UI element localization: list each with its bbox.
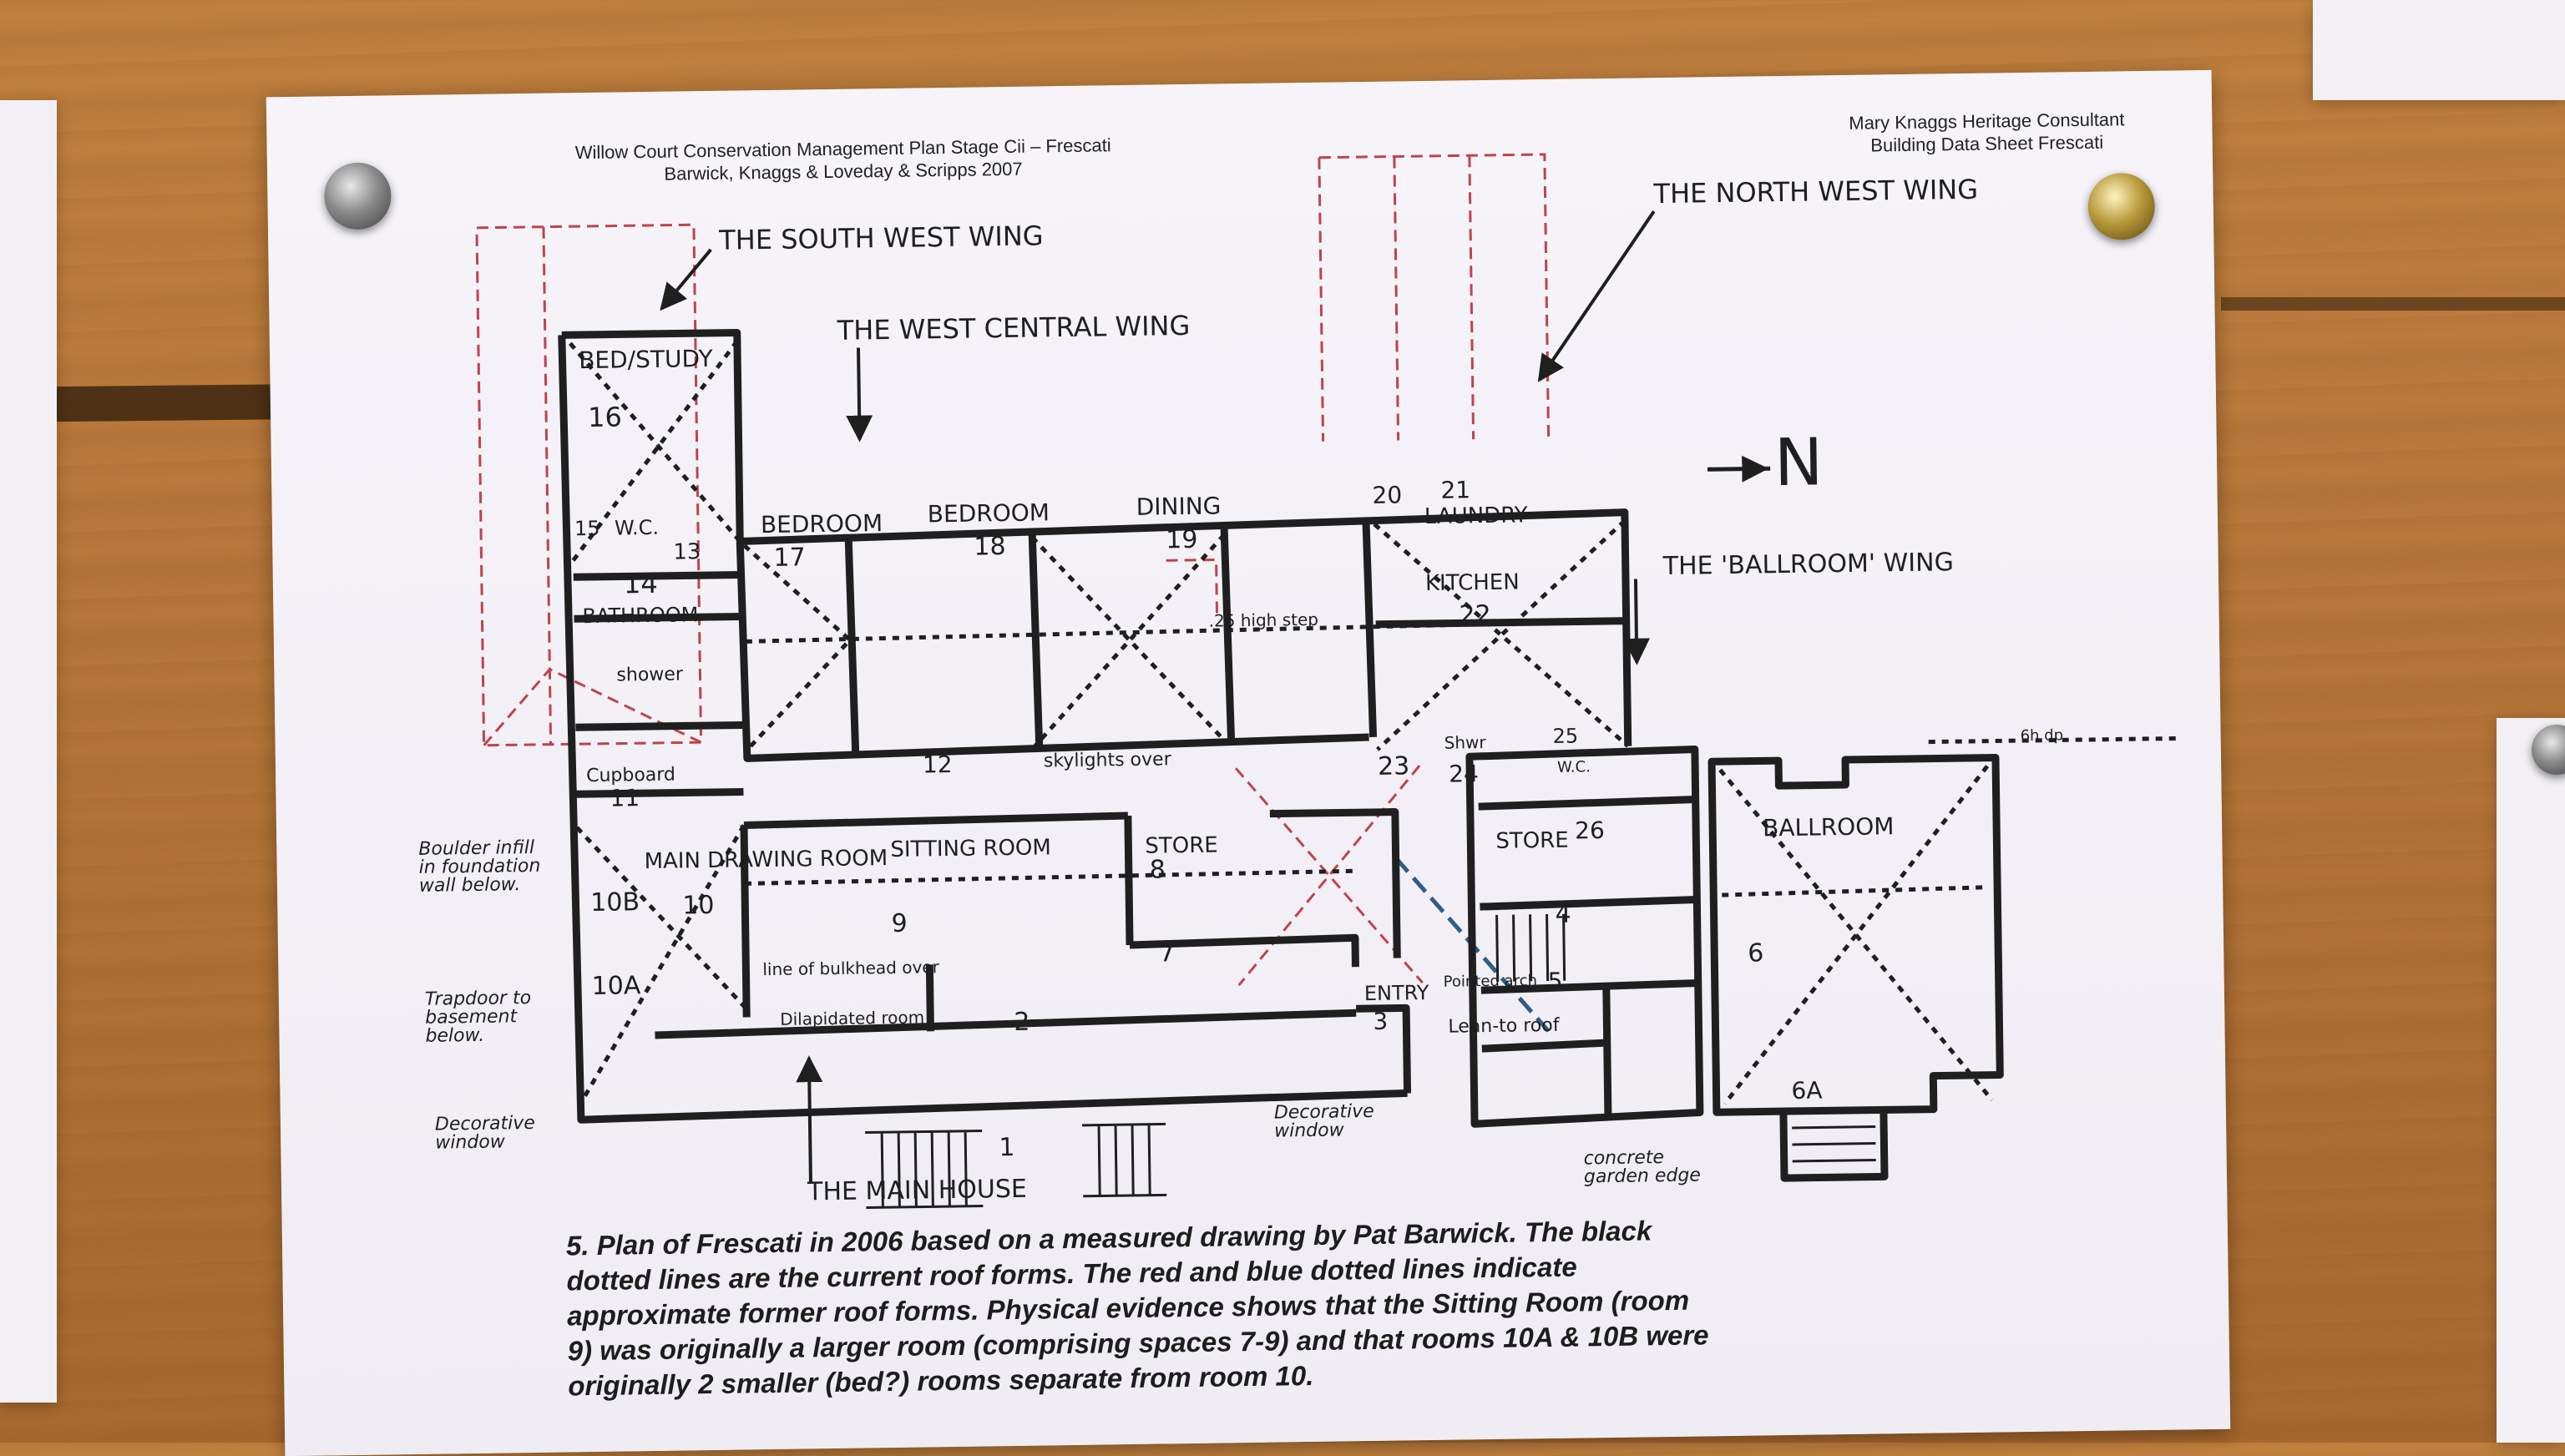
room-labels: BED/STUDY 16 15 W.C. 13 14 BATHROOM show…	[574, 345, 2063, 1162]
pointed-arch-note: Pointed arch	[1444, 972, 1538, 991]
room-24: 24	[1449, 760, 1479, 787]
adjacent-paper-right	[2497, 718, 2565, 1443]
room-main-drawing: MAIN DRAWING ROOM	[644, 846, 888, 874]
note-deco-window-left-1: Decorative	[435, 1113, 535, 1135]
room-13: 13	[673, 539, 701, 564]
push-pin	[2532, 725, 2565, 775]
room-3: 3	[1373, 1008, 1388, 1035]
room-11: 11	[610, 784, 640, 811]
room-dining: DINING	[1136, 492, 1221, 520]
note-deco-window-mid-2: window	[1274, 1120, 1345, 1141]
note-trapdoor-1: Trapdoor to	[425, 988, 532, 1010]
former-roof-red	[475, 153, 1551, 987]
room-entry: ENTRY	[1364, 981, 1429, 1005]
room-17: 17	[773, 543, 806, 573]
label-west-central-wing: THE WEST CENTRAL WING	[836, 310, 1190, 346]
room-26: 26	[1575, 816, 1605, 844]
room-7: 7	[1159, 938, 1176, 968]
wood-groove	[2221, 297, 2565, 311]
stairs	[865, 913, 1876, 1209]
note-deco-window-mid-1: Decorative	[1274, 1101, 1374, 1124]
room-21: 21	[1440, 476, 1470, 503]
room-5: 5	[1547, 968, 1562, 995]
lean-to-note: Lean-to roof	[1448, 1015, 1561, 1038]
dilapidated-note: Dilapidated room	[780, 1007, 924, 1029]
room-19: 19	[1166, 525, 1198, 555]
current-roof-dotted	[569, 340, 2179, 1105]
label-main-house: THE MAIN HOUSE	[807, 1175, 1027, 1207]
label-north-west-wing: THE NORTH WEST WING	[1652, 174, 1978, 210]
floor-plan-drawing: THE SOUTH WEST WING THE WEST CENTRAL WIN…	[418, 153, 2179, 1209]
room-6: 6	[1748, 938, 1764, 968]
room-2: 2	[1014, 1008, 1030, 1037]
note-boulder-3: wall below.	[419, 874, 521, 897]
room-bed-study: BED/STUDY	[579, 345, 714, 374]
room-10: 10	[682, 891, 715, 921]
room-laundry: LAUNDRY	[1424, 503, 1528, 529]
north-arrow-line	[1707, 466, 1771, 472]
note-trapdoor-2: basement	[425, 1006, 519, 1029]
room-shwr: Shwr	[1444, 732, 1487, 753]
note-boulder-1: Boulder infill	[418, 837, 534, 860]
room-wc: W.C.	[615, 516, 659, 540]
walls	[558, 328, 2004, 1182]
room-bathroom: BATHROOM	[582, 603, 698, 628]
note-deco-window-left-2: window	[435, 1131, 506, 1153]
room-22: 22	[1459, 600, 1491, 630]
room-4: 4	[1555, 900, 1571, 929]
room-store-26: STORE	[1495, 828, 1569, 854]
plan-caption: 5. Plan of Frescati in 2006 based on a m…	[566, 1209, 1988, 1404]
room-kitchen: KITCHEN	[1425, 569, 1520, 596]
adjacent-paper-left	[0, 100, 57, 1403]
bulkhead-note: line of bulkhead over	[762, 957, 940, 979]
step-note: .25 high step	[1208, 609, 1318, 631]
room-1: 1	[999, 1133, 1015, 1162]
room-14: 14	[624, 568, 658, 600]
room-bedroom-17: BEDROOM	[761, 509, 883, 538]
room-25: 25	[1552, 724, 1578, 747]
note-boulder-2: in foundation	[418, 856, 540, 878]
room-8: 8	[1150, 855, 1166, 884]
step-down-note: 6h dp	[2020, 726, 2063, 745]
room-sitting: SITTING ROOM	[890, 835, 1051, 862]
floor-plan-sheet: Willow Court Conservation Management Pla…	[266, 69, 2231, 1456]
room-10a: 10A	[591, 971, 641, 1001]
room-wc-25: W.C.	[1557, 758, 1591, 776]
room-cupboard: Cupboard	[586, 765, 675, 786]
note-concrete-edge-1: concrete	[1583, 1147, 1664, 1169]
label-ballroom-wing: THE 'BALLROOM' WING	[1662, 548, 1955, 581]
room-18: 18	[974, 532, 1006, 562]
note-concrete-edge-2: garden edge	[1584, 1165, 1701, 1187]
note-trapdoor-3: below.	[425, 1025, 484, 1047]
room-bedroom-18: BEDROOM	[928, 498, 1050, 528]
room-16: 16	[588, 401, 622, 433]
room-6a: 6A	[1791, 1076, 1822, 1105]
room-ballroom: BALLROOM	[1763, 812, 1895, 842]
annotation-notes: Boulder infill in foundation wall below.…	[418, 837, 1701, 1187]
room-12: 12	[923, 751, 953, 778]
room-20: 20	[1372, 481, 1402, 508]
room-15: 15	[574, 517, 600, 540]
room-9: 9	[891, 909, 908, 938]
room-store-8: STORE	[1145, 833, 1218, 859]
label-south-west-wing: THE SOUTH WEST WING	[718, 220, 1044, 255]
skylights-note: skylights over	[1044, 749, 1172, 771]
north-indicator: N	[1773, 425, 1824, 501]
room-10b: 10B	[590, 887, 640, 918]
room-23: 23	[1378, 751, 1410, 781]
adjacent-paper-top-right	[2313, 0, 2565, 100]
room-shower: shower	[616, 664, 684, 685]
